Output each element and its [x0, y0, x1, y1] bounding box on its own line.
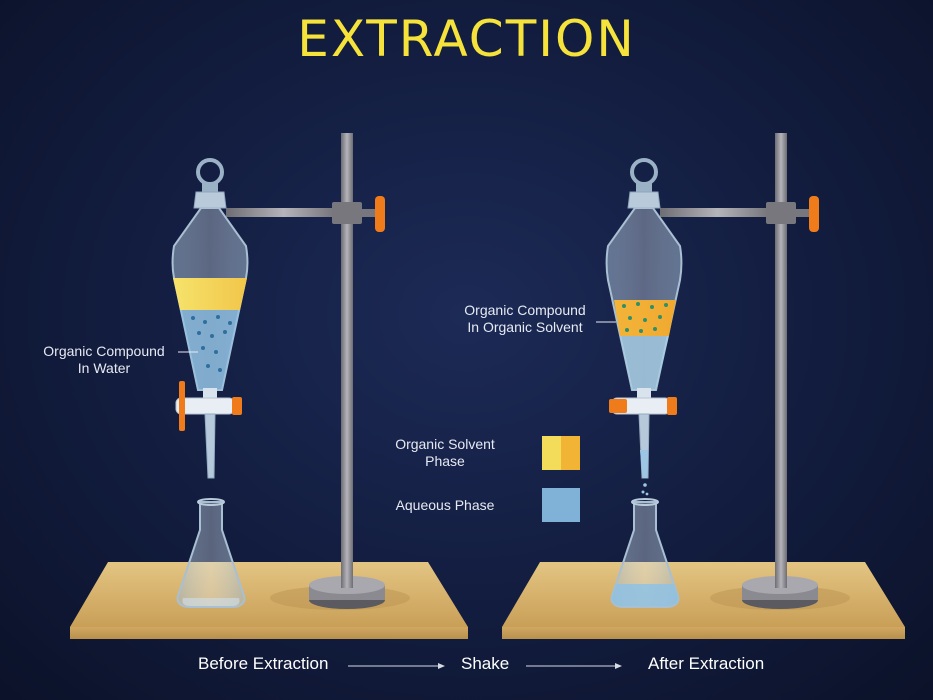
page-title: EXTRACTION	[297, 10, 636, 68]
right-table	[502, 562, 905, 639]
legend-aqueous-label: Aqueous Phase	[395, 497, 495, 513]
left-flask	[176, 498, 246, 608]
right-flask	[610, 498, 680, 608]
flow-shake: Shake	[461, 654, 510, 673]
right-aqueous-layer	[620, 336, 669, 390]
right-drips	[641, 483, 649, 496]
left-table	[70, 562, 468, 639]
right-compound-label: Organic Compound In Organic Solvent	[464, 302, 586, 335]
left-ring-stand	[226, 133, 385, 609]
flow-arrow-1	[348, 663, 445, 669]
left-compound-label: Organic Compound In Water	[43, 343, 165, 376]
legend-organic-swatch	[542, 436, 580, 470]
flow-before: Before Extraction	[198, 654, 329, 673]
right-separatory-funnel	[605, 158, 683, 496]
right-compound-dots	[622, 302, 668, 333]
right-ring-stand	[660, 133, 819, 609]
flow-arrow-2	[526, 663, 622, 669]
legend-aqueous-swatch	[542, 488, 580, 522]
legend-organic-label: Organic Solvent Phase	[395, 436, 495, 469]
left-compound-dots	[191, 315, 232, 372]
flow-after: After Extraction	[648, 654, 765, 673]
left-organic-layer	[173, 278, 247, 310]
left-separatory-funnel	[171, 158, 249, 479]
